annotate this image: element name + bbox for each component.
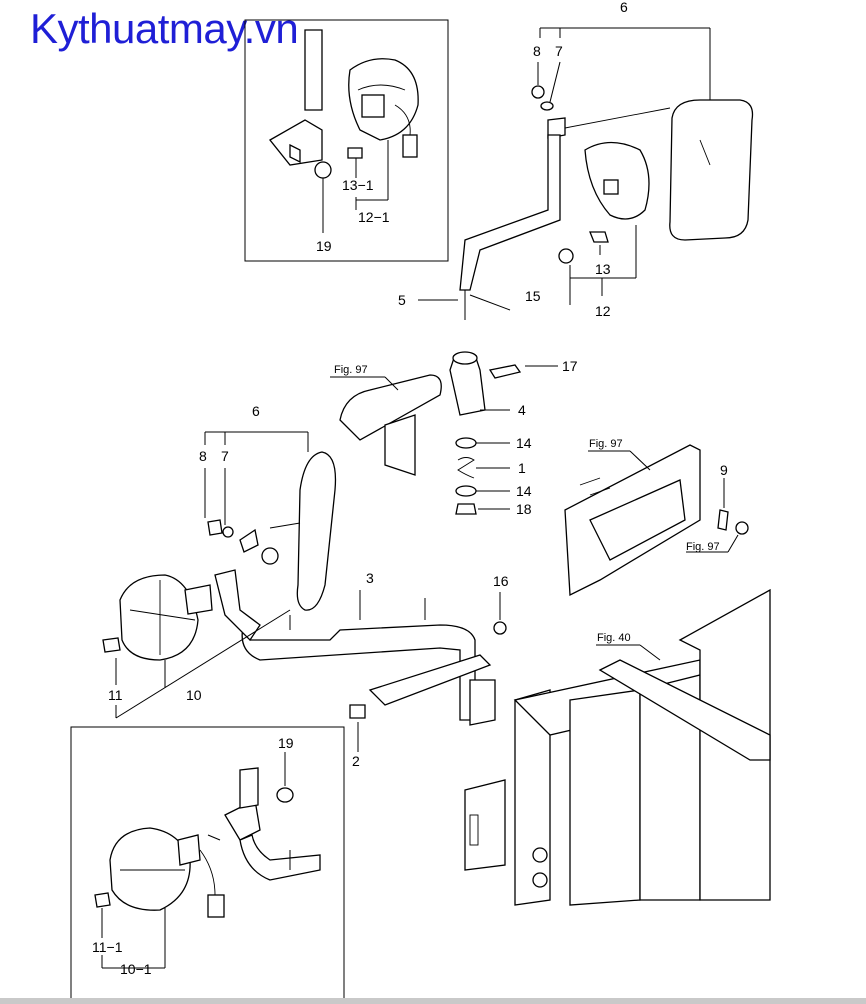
watermark: Kythuatmay.vn [30, 5, 299, 52]
callout-8-top: 8 [533, 43, 541, 59]
bottom-strip [0, 998, 866, 1004]
callout-6-left: 6 [252, 403, 260, 419]
callout-11: 11 [108, 687, 123, 703]
callout-10: 10 [186, 687, 202, 703]
callout-12-1: 12−1 [358, 209, 390, 225]
mirror-assembly-left [102, 431, 507, 752]
callout-5: 5 [398, 292, 406, 308]
callout-13: 13 [595, 261, 611, 277]
callout-19-bottom: 19 [278, 735, 294, 751]
callout-18: 18 [516, 501, 532, 517]
fig-ref-97-center: Fig. 97 [334, 364, 368, 376]
callout-3: 3 [366, 570, 374, 586]
fig-ref-40: Fig. 40 [597, 632, 631, 644]
callout-15: 15 [525, 288, 541, 304]
callout-10-1: 10−1 [120, 961, 152, 977]
fig-ref-97-bolt: Fig. 97 [686, 541, 720, 553]
callout-2: 2 [352, 753, 360, 769]
mirror-assembly-right [418, 27, 754, 320]
callout-16: 16 [493, 573, 509, 589]
callout-13-1: 13−1 [342, 177, 374, 193]
callout-4: 4 [518, 402, 526, 418]
callout-11-1: 11−1 [92, 939, 123, 955]
callout-9: 9 [720, 462, 728, 478]
callout-8-left: 8 [199, 448, 207, 464]
callout-1: 1 [518, 460, 526, 476]
tractor-frame [464, 588, 771, 906]
fig-ref-97-right: Fig. 97 [589, 438, 623, 450]
fender-bracket-right [564, 444, 749, 597]
callout-14-upper: 14 [516, 435, 532, 451]
inset-top-lamp-assembly [269, 29, 419, 233]
callout-6-top: 6 [620, 0, 628, 15]
callout-14-lower: 14 [516, 483, 532, 499]
callout-7-top: 7 [555, 43, 563, 59]
inset-bottom-lamp-assembly [94, 752, 321, 969]
callout-7-left: 7 [221, 448, 229, 464]
callout-12: 12 [595, 303, 611, 319]
callout-17: 17 [562, 358, 578, 374]
inset-box-top [244, 19, 449, 262]
mount-bracket-center [330, 351, 558, 515]
callout-19-top: 19 [316, 238, 332, 254]
